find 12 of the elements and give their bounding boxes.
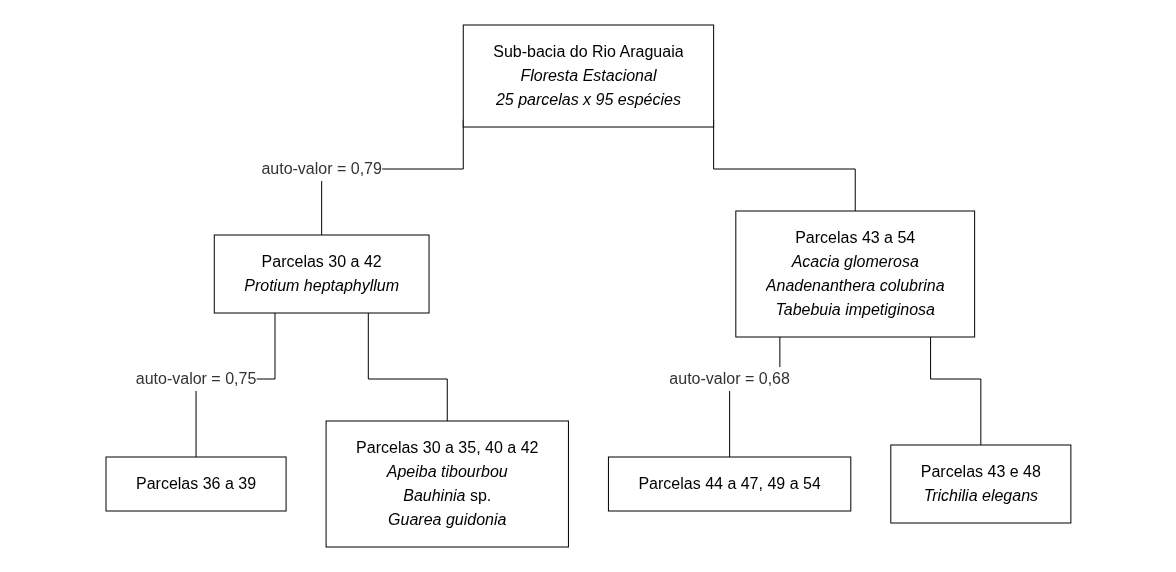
connector [929,336,981,446]
node-box: Parcelas 43 a 54 Acacia glomerosa Anadenanthera colubrina Tabebuia impetiginosa [734,210,975,338]
node-box: Sub-bacia do Rio Araguaia Floresta Estacional 25 parcelas x 95 espécies [462,24,714,128]
node-box: Parcelas 30 a 42 Protium heptaphyllum [213,234,430,314]
connector [367,312,448,422]
node-box: Parcelas 43 e 48 Trichilia elegans [889,444,1071,524]
node-box: Parcelas 36 a 39 [105,456,287,512]
node-box: Parcelas 30 a 35, 40 a 42 Apeiba tibourbou Bauhinia sp. Guarea guidonia [325,420,569,548]
node-box: Parcelas 44 a 47, 49 a 54 [607,456,851,512]
edge-label: auto-valor = 0,79 [260,160,382,177]
edge-label: auto-valor = 0,68 [668,370,790,387]
edge-label: auto-valor = 0,75 [135,370,256,387]
